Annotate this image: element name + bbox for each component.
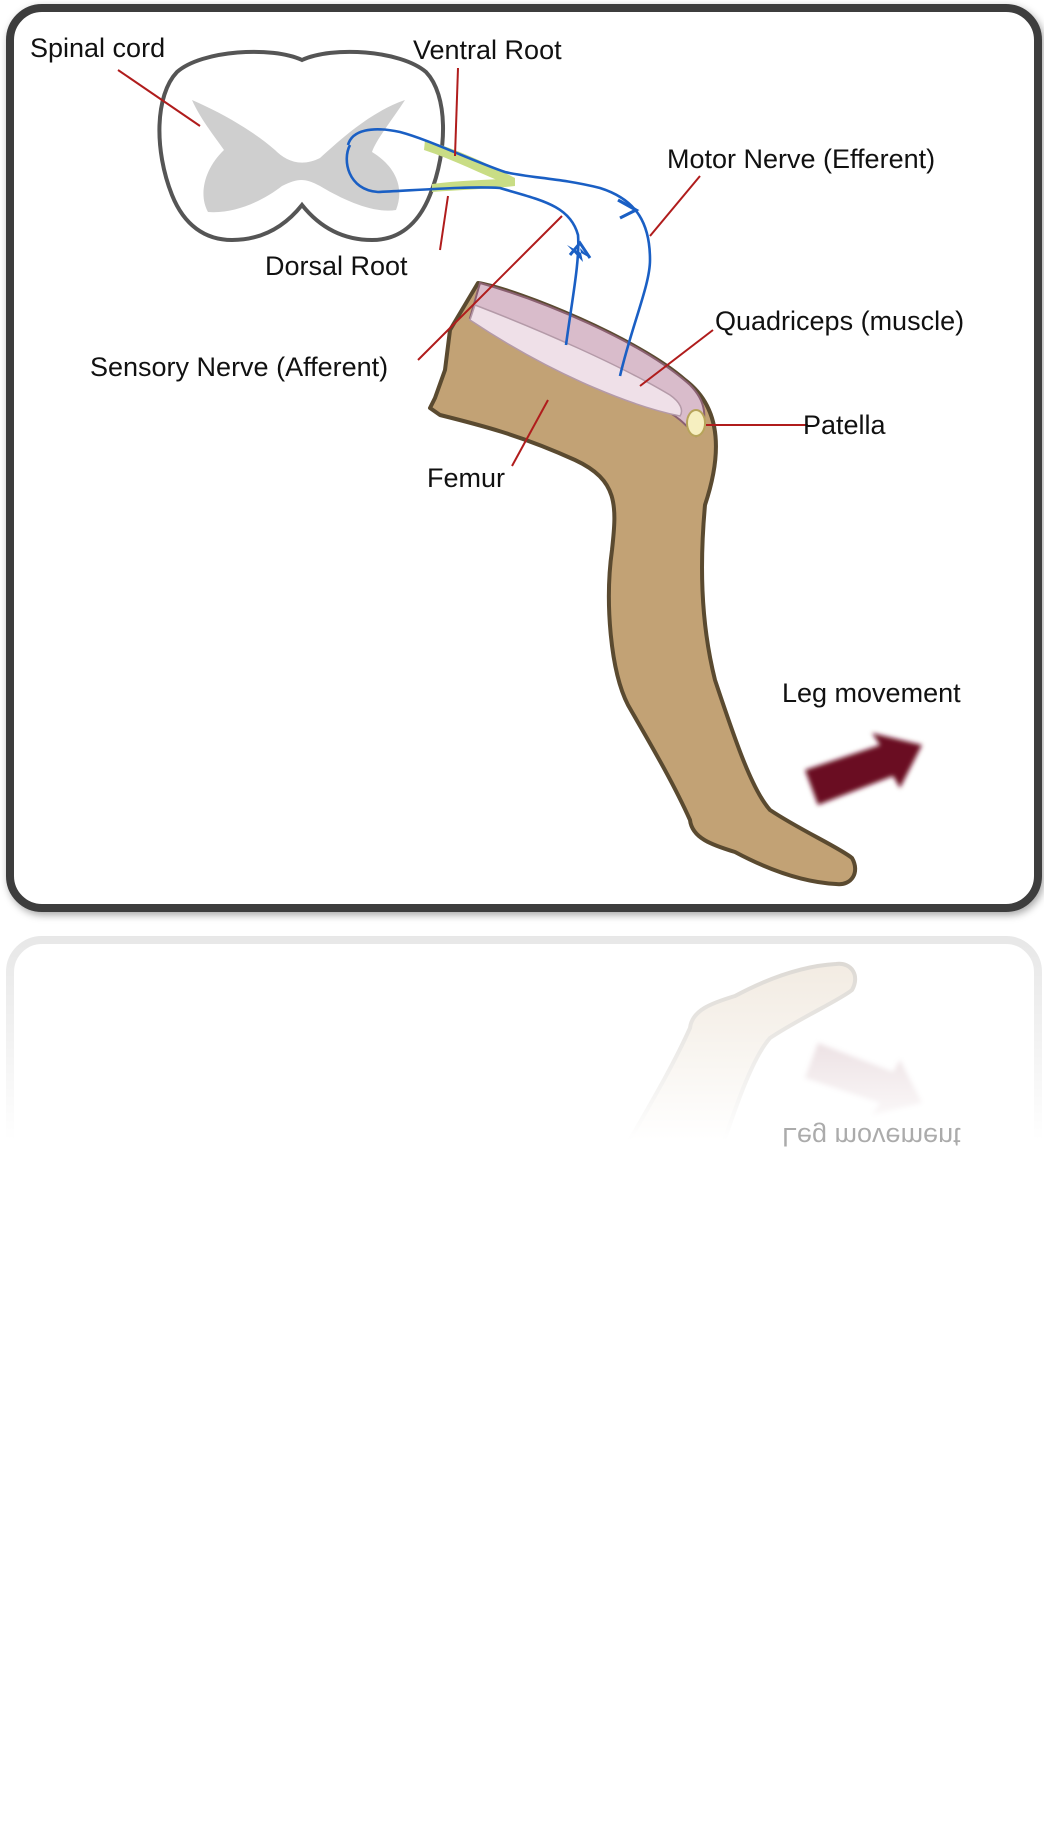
reflected-leg-movement-label: Leg movement [782, 1122, 961, 1152]
label-dorsal-root: Dorsal Root [265, 251, 408, 281]
label-spinal-cord: Spinal cord [30, 33, 165, 63]
label-patella: Patella [803, 410, 887, 440]
label-leg-movement: Leg movement [782, 678, 961, 708]
label-sensory-nerve: Sensory Nerve (Afferent) [90, 352, 388, 382]
label-ventral-root: Ventral Root [413, 35, 562, 65]
reflection-fade [0, 920, 1044, 1838]
label-femur: Femur [427, 463, 505, 493]
label-quadriceps: Quadriceps (muscle) [715, 306, 964, 336]
label-motor-nerve: Motor Nerve (Efferent) [667, 144, 935, 174]
